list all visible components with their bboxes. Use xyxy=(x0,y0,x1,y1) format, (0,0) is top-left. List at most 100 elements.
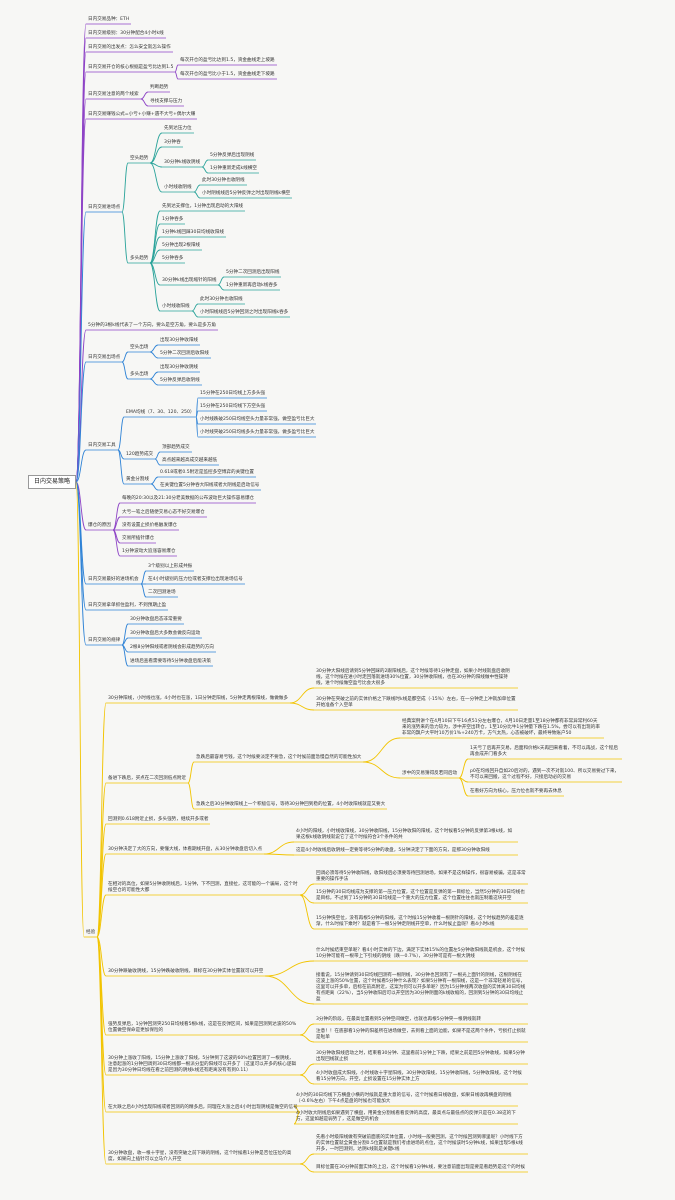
exp-direction-b[interactable]: 这是4小时收线后收阴线一定要等待5分钟的收盘，5分钟决定了下面的方向，是那30分… xyxy=(296,848,490,853)
short-hour-30min[interactable]: 此时30分钟也收阴线 xyxy=(202,178,245,183)
liquidation-data-release[interactable]: 每晚的20:30以及21:30分老美数据的公布波动巨大操作容易爆仓 xyxy=(122,496,255,501)
exit-short-5min[interactable]: 5分钟二次回测后收阳线 xyxy=(160,351,209,356)
root-node[interactable]: 日内交易策略 xyxy=(28,475,77,489)
tool-golden-ratio[interactable]: 黄金分割线 xyxy=(126,477,149,482)
exp-trap-b[interactable]: 15分钟的30日均线成为支撑的第一压力位置，这个位置是反弹的第一目标位，当然5分… xyxy=(316,890,525,901)
rule-two-candles[interactable]: 2根8分钟阳线或者阴线会形成趋势的方向 xyxy=(130,645,214,650)
exp-reflection-a[interactable]: 1天亏了后再开交易，后面和价格k天再回来看着，不可以再战，这个程后再会成开门看多… xyxy=(470,746,618,757)
short-5min-bear[interactable]: 5分钟反弹后出现阴线 xyxy=(210,153,255,158)
exp-long-setup[interactable]: 30分钟上涨收了阳线，15分钟上涨收了阳线，5分钟到了这波的60%位置回测了一根… xyxy=(108,1056,296,1073)
exp-4h-reversal[interactable]: 在大跌之后4小时出现阳线或者回测的的精多后，同理在大涨之后4小时出现阴线是做空的… xyxy=(108,1105,298,1110)
exp-bull-detail-b[interactable]: 30分钟在突破之前的实体价格之下跌线时k线是都空成（-15%）左右，在一分钟走上… xyxy=(316,697,516,708)
exp-doji-a[interactable]: 先看小时级阳线做有突破前面底的实体位置，小时线一般要回测，这个时候回测到哪里呢？… xyxy=(316,1135,523,1152)
exp-bounce-a[interactable]: 3分钟的阶段，在最高位置看到5分钟空间做空，也就也再根5分钟突一根阴线就转 xyxy=(316,1017,481,1022)
exp-reversal-b[interactable]: 4小时收大阴线后如果遇到了横盘，用黄金分割线看看反弹的高度，最高点与最低点的反弹… xyxy=(296,1111,516,1122)
exit-long-5min[interactable]: 5分钟反弹后收阴线 xyxy=(160,378,200,383)
risk-reward-bad[interactable]: 每次开仓的盈亏比小于1.5，资金曲线走下坡路 xyxy=(180,72,275,77)
exit-short-30min[interactable]: 出现30分钟收阳线 xyxy=(160,338,199,343)
golden-key-level[interactable]: 0.618或者0.5附近是监控多空博弈的关键位置 xyxy=(160,470,254,475)
exp-reflection-b[interactable]: p0在均线回升自如20后对的，遇到一次不对就100、所以交易要过下来，不可以来回… xyxy=(470,769,620,780)
short-trend[interactable]: 空头趋势 xyxy=(130,156,149,161)
liquidation-mindset[interactable]: 大亏一笔之后随便交易心态不好交易爆仓 xyxy=(122,510,205,515)
branch-starting-point[interactable]: 日内交易的出发点：怎么安全就怎么操作 xyxy=(88,45,171,50)
exp-long-b[interactable]: 4小时收盘成大阳线，小时线收十字星阳线，30分钟收阳线，15分钟收阳线，5分钟收… xyxy=(316,1071,522,1082)
exp-bull-alignment[interactable]: 30分钟阳线，小时线也涨，4小时也在涨，1日分钟走阳线，5分钟走两根阳线，做做做… xyxy=(108,696,288,701)
exit-long[interactable]: 多头出场 xyxy=(130,372,149,377)
best-4h-level[interactable]: 在4小时级别的压力位或者支撑位出现进场信号 xyxy=(148,577,243,582)
long-trend[interactable]: 多头趋势 xyxy=(130,256,149,261)
ema-15min-above[interactable]: 15分钟在250日均线上方多头强 xyxy=(200,391,266,396)
long-1min-engulf[interactable]: 1分钟吞多 xyxy=(162,217,184,222)
exp-bull-detail-a[interactable]: 30分钟大阳线后请到5分钟回踩的2跟阳线后，这个时候等待1分钟走盘，如果小时线就… xyxy=(316,669,510,686)
best-resonance[interactable]: 3个级别以上形成共振 xyxy=(148,564,193,569)
volume-divergence[interactable]: 高点越来越高成交越来越低 xyxy=(162,458,218,463)
exp-bull-after-drop[interactable]: 急跌之后30分钟收阳线上一个积极信号，等待30分钟回到稳的位置，4小时收阳线就是… xyxy=(196,802,386,807)
branch-tools[interactable]: 日内交易工具 xyxy=(88,443,116,448)
exp-break-a[interactable]: 什么时候结束空单呢？看4小时实体的下边，满足下实体15%的位置左5分钟收阳线就是… xyxy=(316,948,525,959)
exp-reflection-c[interactable]: 在看好方向为核心，压力位也就不要再去休息 xyxy=(470,789,562,794)
short-hour-bear[interactable]: 小时线收阴线 xyxy=(164,185,192,190)
exp-case-study[interactable]: 经典案例讲个在4月10日下午16点51分左右爆仓，4月10日走量1至18分钟都有… xyxy=(402,719,600,736)
branch-exit-points[interactable]: 日内交易出场点 xyxy=(88,355,121,360)
long-30min-pin[interactable]: 30分钟k线出现缩针的阳线 xyxy=(162,278,217,283)
short-3min-engulf[interactable]: 3分钟吞 xyxy=(164,140,181,145)
volume-top[interactable]: 顶部趋势成交 xyxy=(162,445,190,450)
golden-signal[interactable]: 在关键位置5分钟吞大阳线或者大阴线是启动信号 xyxy=(160,483,260,488)
tool-volume[interactable]: 120趋势成交 xyxy=(126,452,154,457)
exp-trap-a[interactable]: 回调必须等待5分钟收阳线，收阳线后必须要等待回测进场，如果不是这样操作，很容易被… xyxy=(316,871,526,882)
exp-high-trap[interactable]: 在相对的高位，如果5分钟收阴线后，1分钟，下不回测，直接拉，这可能的一个骗局，这… xyxy=(108,882,298,893)
long-1min-restart[interactable]: 1分钟重新再启动k线吞多 xyxy=(226,283,278,288)
branch-rules[interactable]: 日内交易的规律 xyxy=(88,638,121,643)
exit-short[interactable]: 空头出场 xyxy=(130,345,149,350)
rule-30min-close[interactable]: 30分钟收盘后态非常重要 xyxy=(130,617,182,622)
exp-direction-a[interactable]: 4小时的阳线，小时线收阳线，30分钟收阳线，15分钟收阳的阳线，这个时候看5分钟… xyxy=(296,829,513,840)
long-5min-engulf[interactable]: 5分钟吞多 xyxy=(162,256,184,261)
exp-break-b[interactable]: 接着说，15分钟请到30日均线回测有一根阴线，30分钟也回测有了一根光上面针的阴… xyxy=(316,973,526,1002)
branch-liquidation[interactable]: 爆仓的原因 xyxy=(88,523,111,528)
ema-hour-break-up[interactable]: 小时线突破250日均线多头力量非常强，做多盈亏比巨大 xyxy=(200,430,315,435)
exp-doji-b[interactable]: 目标位置在30分钟前面实体的上沿，这个时候看1分钟k线，要注意前面出现是要是看趋… xyxy=(316,1165,525,1170)
branch-two-clues[interactable]: 日内交易注意的两个线索 xyxy=(88,92,139,97)
exp-doji-short[interactable]: 30分钟收盘，收一根十字星，没有突破之前下跌的阴线，这个时候看1分钟是否位压位的… xyxy=(108,1151,292,1162)
clue-trend[interactable]: 判断趋势 xyxy=(150,85,169,90)
exp-30min-break-short[interactable]: 30分钟跌破收阴线，15分钟跌破收阴线，目标在30分钟实体位置就可以开空 xyxy=(108,969,264,974)
exp-fib-stop[interactable]: 回测到0.618附近止损，多头强势，继续开多或者 xyxy=(108,817,209,822)
ema-hour-break-down[interactable]: 小时线跌破250日均线空头力量非常强，做空盈亏比巨大 xyxy=(200,417,315,422)
short-resistance-first[interactable]: 先到达压力位 xyxy=(164,126,192,131)
long-hour-30min[interactable]: 此时30分钟也收阳线 xyxy=(200,297,243,302)
exp-bounce-b[interactable]: 注意！！在底部看1分钟的阳差所在进场做空，去到看上面的边能，如果不是这两个条件，… xyxy=(316,1029,526,1040)
exit-long-30min[interactable]: 出现30分钟收阴线 xyxy=(160,365,199,370)
exp-after-drop[interactable]: 备进下跌后，买点在二次回测低点附近 xyxy=(108,776,187,781)
branch-hold-profit[interactable]: 日内交易拿单抓住盈利，不到预期止盈 xyxy=(88,603,167,608)
short-1min-cross[interactable]: 1分钟重新走成k线横空 xyxy=(210,166,257,171)
long-5min-2bull[interactable]: 5分钟出现2根阳线 xyxy=(162,243,201,248)
branch-best-entry[interactable]: 日内交易最好的进场机会 xyxy=(88,577,139,582)
long-hour-bull[interactable]: 小时线收阳线 xyxy=(162,304,190,309)
rule-reverse[interactable]: 30分钟收盘后大多数会做反向运动 xyxy=(130,631,201,636)
short-30min-bear[interactable]: 30分钟k线收阴线 xyxy=(164,160,201,165)
branch-experience[interactable]: 经验 xyxy=(86,930,96,935)
exp-sharp-drop[interactable]: 急跌后最容易亏钱，这个时候要淡定不要急，这个时候前面急慢自然的可能性加大 xyxy=(196,755,362,760)
exp-strong-bounce[interactable]: 强势反弹后，1分钟回测突250日均线看5根k线，这是在反弹区间，如果是回测到达波… xyxy=(108,1022,297,1033)
risk-reward-good[interactable]: 每次开仓的盈亏比达到1.5，资金曲线走上坡路 xyxy=(180,58,275,63)
long-hour-5min[interactable]: 小时阳线线后5分钟回测之时出现阳线k吞多 xyxy=(200,310,289,315)
branch-trading-instrument[interactable]: 日内交易品种：ETH xyxy=(88,17,130,22)
exp-reversal-a[interactable]: 4小时的30日均线下方横盘小横的时候就是重大意的信号，这个时候看日线收盘，如果日… xyxy=(296,1093,512,1104)
long-support-first[interactable]: 先到达支撑位，1分钟出现启动的大阳线 xyxy=(162,204,244,209)
branch-trading-timeframe[interactable]: 日内交易级别：30分钟配合4小时k线 xyxy=(88,31,164,36)
liquidation-chasing[interactable]: 1分钟波动大追涨容易爆仓 xyxy=(122,549,176,554)
best-retest[interactable]: 二次回测进场 xyxy=(148,590,176,595)
tool-ema[interactable]: EMA均线（7、30、120、250） xyxy=(126,410,195,415)
exp-trap-c[interactable]: 15分钟快空位，没有再根5分钟的阳线，这个时候15分钟收着一根阴针的阳线，这个时… xyxy=(316,916,524,927)
branch-risk-reward[interactable]: 日内交易开仓的核心根据是盈亏比达到1.5 xyxy=(88,65,174,70)
clue-support-resistance[interactable]: 寻找支撑与压力 xyxy=(150,99,183,104)
branch-profit-formula[interactable]: 日内交易赚钱公式=小亏+小赚+遇不大亏+偶尔大赚 xyxy=(88,112,196,117)
liquidation-no-stop[interactable]: 没有设置止损价格触发爆仓 xyxy=(122,523,178,528)
short-hour-5min[interactable]: 小时阴线线后5分钟反弹之时出现阴线k横空 xyxy=(202,191,291,196)
long-1min-30ma[interactable]: 1分钟k线回踩30日均线收阳线 xyxy=(162,230,224,235)
ema-15min-below[interactable]: 15分钟在250日均线下方空头强 xyxy=(200,404,266,409)
branch-3-candles[interactable]: 5分钟的3根k线代表了一个方向，要么是空方角，要么是多方角 xyxy=(88,323,216,328)
branch-entry-points[interactable]: 日内交易进场点 xyxy=(88,205,121,210)
rule-wait-5min[interactable]: 进场后查看需要等待5分钟收盘后能决策 xyxy=(130,659,212,664)
exp-long-a[interactable]: 30分钟收阳线启动之时，结束看30分钟、这里看前1分钟上下跌，结果之前是回5分钟… xyxy=(316,1051,525,1062)
